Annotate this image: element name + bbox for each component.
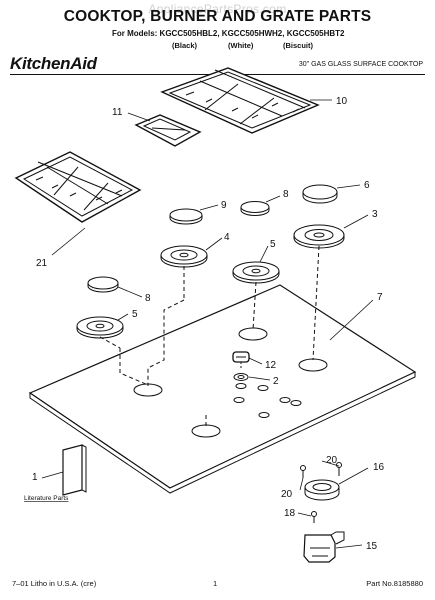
callout-9: 9 [221, 200, 227, 211]
grate-center [134, 114, 202, 147]
callout-8-upper: 8 [283, 189, 289, 200]
burner-cap-8-upper [240, 201, 270, 216]
callout-21: 21 [36, 258, 48, 269]
screw-18 [311, 511, 317, 523]
callout-20-lower: 20 [281, 489, 293, 500]
callout-11: 11 [112, 107, 123, 118]
literature-parts-box [62, 444, 87, 496]
footer-page-number: 1 [213, 579, 218, 588]
footer-part-number: Part No.8185880 [366, 579, 423, 588]
callout-2: 2 [273, 376, 279, 387]
watermark: AppliancePartsPros.com [148, 2, 287, 16]
callout-10: 10 [336, 96, 348, 107]
variant-white: (White) [228, 41, 254, 50]
leader-lines [41, 99, 374, 549]
callout-20-upper: 20 [326, 455, 338, 466]
callout-7: 7 [377, 292, 383, 303]
burner-base-5-left [76, 316, 124, 339]
grate-left [14, 151, 142, 223]
control-knob [232, 351, 250, 370]
callout-1: 1 [32, 472, 38, 483]
burner-base-4 [160, 245, 208, 268]
callout-15: 15 [366, 541, 378, 552]
burner-cap-8-lower [87, 276, 119, 293]
callout-numbers: 11 10 21 9 8 6 3 4 5 8 5 7 12 2 1 20 16 … [24, 96, 385, 552]
igniter-assembly [300, 462, 342, 501]
burner-base-3 [293, 224, 345, 249]
grate-right [160, 67, 320, 134]
callout-5-left: 5 [132, 309, 138, 320]
cooktop-glass [28, 284, 417, 494]
page-title: COOKTOP, BURNER AND GRATE PARTS [63, 8, 372, 25]
knob-bezel [233, 373, 249, 381]
callout-5-right: 5 [270, 239, 276, 250]
burner-cap-6 [302, 184, 338, 204]
alignment-lines [99, 245, 320, 428]
footer-litho: 7–01 Litho in U.S.A. (cre) [12, 579, 97, 588]
callout-12: 12 [265, 360, 277, 371]
product-subtitle: 30" GAS GLASS SURFACE COOKTOP [298, 61, 423, 68]
callout-16: 16 [373, 462, 385, 473]
variant-black: (Black) [172, 41, 198, 50]
models-line: For Models: KGCC505HBL2, KGCC505HWH2, KG… [112, 29, 345, 38]
brand-logo: KitchenAid [10, 54, 97, 73]
variant-biscuit: (Biscuit) [283, 41, 313, 50]
valve-assembly [303, 531, 345, 563]
callout-8-lower: 8 [145, 293, 151, 304]
burner-base-5-right [232, 261, 280, 284]
callout-4: 4 [224, 232, 230, 243]
burner-cap-9 [169, 208, 203, 225]
callout-6: 6 [364, 180, 370, 191]
callout-3: 3 [372, 209, 378, 220]
literature-label: Literature Parts [24, 495, 69, 502]
callout-18: 18 [284, 508, 296, 519]
